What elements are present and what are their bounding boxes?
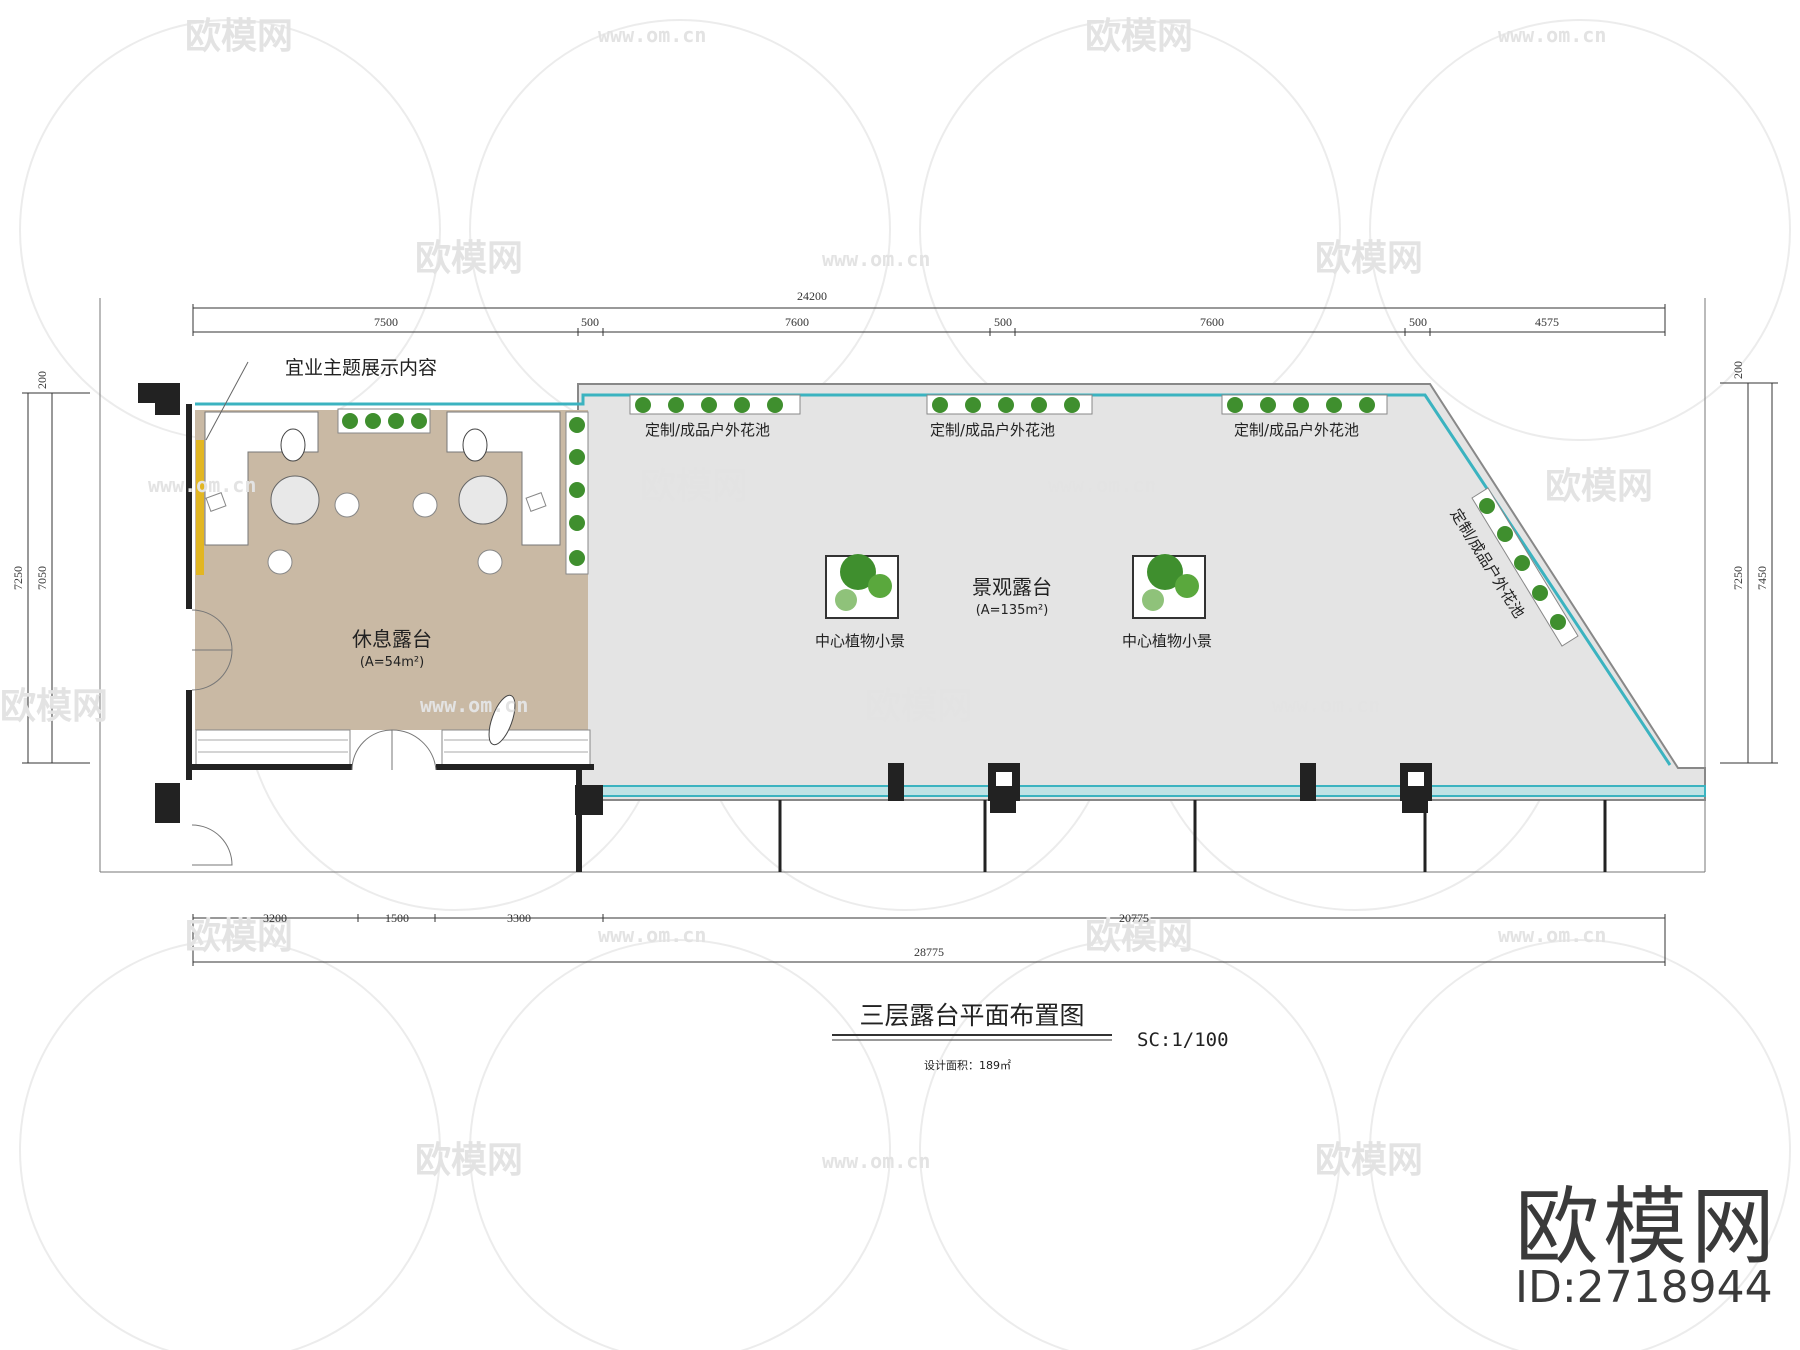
- brand-id: ID:2718944: [1515, 1262, 1773, 1313]
- dim-right-inner: 7250: [1731, 566, 1745, 590]
- label-landscape-terrace: 景观露台: [972, 575, 1052, 599]
- label-center-plant-2: 中心植物小景: [1122, 632, 1212, 650]
- dim-right-outer: 7450: [1755, 566, 1769, 590]
- svg-text:欧模网: 欧模网: [415, 238, 523, 279]
- svg-text:www.om.cn: www.om.cn: [822, 1149, 930, 1173]
- planter-vertical: [565, 411, 589, 575]
- title-block: 三层露台平面布置图 SC:1/100 设计面积：189㎡: [859, 1001, 1228, 1072]
- label-rest-terrace: 休息露台: [352, 627, 432, 651]
- label-rest-area: (A=54m²): [360, 655, 424, 670]
- door-swings: [191, 609, 437, 866]
- svg-text:欧模网: 欧模网: [1085, 916, 1193, 957]
- planter-diagonal: [1471, 487, 1579, 647]
- label-theme-display: 宜业主题展示内容: [285, 357, 437, 379]
- svg-text:www.om.cn: www.om.cn: [1272, 693, 1380, 717]
- planter-north-3: [1221, 394, 1388, 415]
- dim-bottom-total: 28775: [914, 945, 944, 959]
- dim-bottom-3: 3300: [507, 911, 531, 925]
- dim-top-2: 500: [581, 315, 599, 329]
- label-planter-3: 定制/成品户外花池: [1234, 421, 1359, 439]
- planter-north-1: [629, 394, 801, 415]
- stone-steps: [195, 729, 591, 766]
- svg-text:欧模网: 欧模网: [1315, 238, 1423, 279]
- watermarks: 欧模网 欧模网 欧模网 欧模网 欧模网 欧模网 欧模网 欧模网 欧模网 欧模网 …: [0, 16, 1653, 1181]
- dim-top-total: 24200: [797, 289, 827, 303]
- south-railing: [597, 785, 1706, 797]
- column-voids: [996, 772, 1424, 786]
- walls: [138, 383, 1432, 872]
- watermark-urls: www.om.cn www.om.cn www.om.cn www.om.cn …: [148, 23, 1606, 1173]
- dim-left-small: 200: [35, 371, 49, 389]
- svg-text:欧模网: 欧模网: [415, 1140, 523, 1181]
- dim-left-inner: 7050: [35, 566, 49, 590]
- svg-text:欧模网: 欧模网: [185, 16, 293, 57]
- title-underline: [832, 1034, 1112, 1041]
- lounge-furniture: [205, 428, 547, 575]
- svg-text:www.om.cn: www.om.cn: [1498, 23, 1606, 47]
- drawing-title: 三层露台平面布置图: [859, 1001, 1084, 1030]
- svg-text:www.om.cn: www.om.cn: [420, 693, 528, 717]
- dim-right-small: 200: [1731, 361, 1745, 379]
- center-plant-1: [825, 554, 899, 619]
- dim-bottom-4: 20775: [1119, 911, 1149, 925]
- svg-text:欧模网: 欧模网: [185, 916, 293, 957]
- center-plant-2: [1132, 554, 1206, 619]
- svg-text:www.om.cn: www.om.cn: [822, 247, 930, 271]
- dim-top-7: 4575: [1535, 315, 1559, 329]
- svg-text:www.om.cn: www.om.cn: [148, 473, 256, 497]
- planter-west: [337, 408, 431, 434]
- dim-bottom-2: 1500: [385, 911, 409, 925]
- svg-text:欧模网: 欧模网: [640, 466, 748, 507]
- svg-text:欧模网: 欧模网: [1545, 466, 1653, 507]
- svg-text:www.om.cn: www.om.cn: [1498, 923, 1606, 947]
- dim-top-3: 7600: [785, 315, 809, 329]
- dim-left-outer: 7250: [11, 566, 25, 590]
- structural-lines: [778, 800, 1607, 872]
- dim-top-5: 7600: [1200, 315, 1224, 329]
- svg-text:欧模网: 欧模网: [0, 686, 108, 727]
- walking-figure: [488, 694, 516, 746]
- dimension-labels: 24200 7500 500 7600 500 7600 500 4575 32…: [11, 289, 1769, 959]
- svg-text:www.om.cn: www.om.cn: [1048, 473, 1156, 497]
- dim-top-1: 7500: [374, 315, 398, 329]
- label-planter-2: 定制/成品户外花池: [930, 421, 1055, 439]
- dim-bottom-1: 3200: [263, 911, 287, 925]
- planter-north-2: [926, 394, 1093, 415]
- dim-top-6: 500: [1409, 315, 1427, 329]
- brand-logo: 欧模网: [1515, 1178, 1780, 1276]
- svg-text:欧模网: 欧模网: [1315, 1140, 1423, 1181]
- dimension-lines: [22, 304, 1778, 966]
- step-lines: [198, 739, 588, 753]
- label-planter-1: 定制/成品户外花池: [645, 421, 770, 439]
- dim-top-4: 500: [994, 315, 1012, 329]
- label-center-plant-1: 中心植物小景: [815, 632, 905, 650]
- label-landscape-area: (A=135m²): [976, 603, 1049, 618]
- svg-text:欧模网: 欧模网: [865, 686, 973, 727]
- display-panel: [196, 440, 204, 575]
- theme-display-leader: [205, 361, 249, 441]
- svg-text:www.om.cn: www.om.cn: [598, 23, 706, 47]
- svg-text:欧模网: 欧模网: [1085, 16, 1193, 57]
- design-area-note: 设计面积：189㎡: [924, 1059, 1011, 1072]
- drawing-scale: SC:1/100: [1137, 1029, 1229, 1051]
- svg-text:www.om.cn: www.om.cn: [598, 923, 706, 947]
